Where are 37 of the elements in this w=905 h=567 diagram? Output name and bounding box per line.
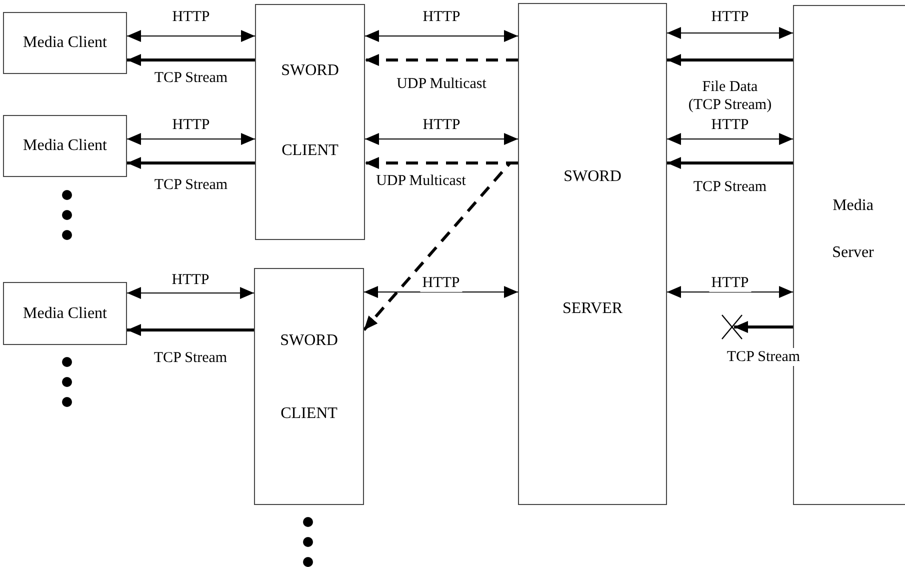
process-box [3, 115, 127, 177]
arrow [364, 30, 518, 42]
node-label: Media Client [23, 136, 107, 156]
arrow [666, 133, 794, 145]
node-label: CLIENT [280, 141, 340, 161]
node-label: SWORD [280, 61, 340, 81]
arrow [126, 133, 256, 145]
node-label: SERVER [561, 299, 624, 319]
node-label: Server [831, 243, 875, 263]
arrow [127, 157, 255, 169]
process-box [518, 3, 667, 505]
arrow [734, 321, 793, 333]
arrow [127, 54, 255, 66]
edge-label: HTTP [420, 274, 462, 292]
node-label: SWORD [279, 331, 339, 351]
arrow [362, 162, 518, 331]
node-label: Media Client [23, 304, 107, 324]
arrow [666, 27, 794, 39]
node-label: CLIENT [280, 404, 338, 424]
arrow [126, 287, 254, 299]
node-label: Media Client [23, 33, 107, 53]
arrow [364, 286, 518, 298]
edge-label: HTTP [709, 274, 751, 292]
process-box [255, 4, 365, 240]
arrow [364, 133, 518, 145]
arrow [667, 54, 793, 66]
node-label: Media [832, 196, 874, 216]
process-box [3, 282, 127, 345]
arrow [667, 157, 793, 169]
arrow [127, 324, 254, 336]
process-box [254, 268, 364, 505]
node-label: SWORD [562, 167, 622, 187]
edge-label: TCP Stream [724, 348, 802, 366]
arrow [365, 54, 518, 66]
process-box [3, 12, 127, 74]
arrow [666, 286, 794, 298]
arrow [126, 30, 256, 42]
